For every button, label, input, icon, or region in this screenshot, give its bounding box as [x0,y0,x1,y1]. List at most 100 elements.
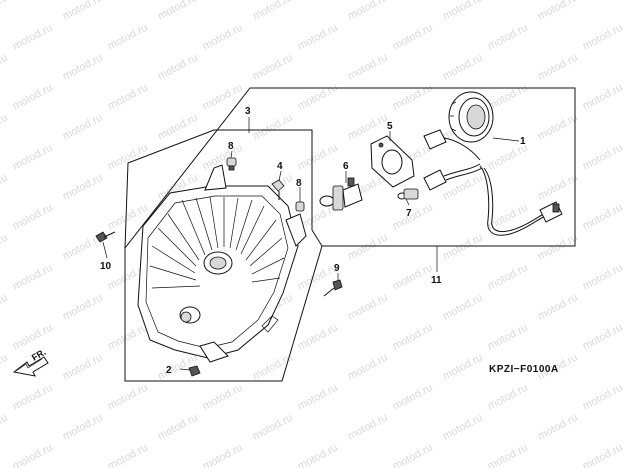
watermark-text: motod.ru [11,442,55,468]
watermark-text: motod.ru [0,232,10,263]
grommet-side [295,201,305,212]
part-label-3: 3 [245,106,251,117]
watermark-text: motod.ru [61,172,105,203]
watermark-text: motod.ru [201,22,245,53]
assembly-frame-outer [124,87,576,382]
position-bulb [397,188,419,200]
watermark-text: motod.ru [486,22,530,53]
watermark-text: motod.ru [11,82,55,113]
watermark-text: motod.ru [536,112,580,143]
watermark-text: motod.ru [296,322,340,353]
watermark-text: motod.ru [296,22,340,53]
watermark-text: motod.ru [11,202,55,233]
watermark-text: motod.ru [391,82,435,113]
watermark-text: motod.ru [346,412,390,443]
assembly-frame-inner [124,129,323,249]
socket-harness [423,129,563,236]
part-label-4: 4 [277,161,283,172]
watermark-text: motod.ru [391,382,435,413]
watermark-text: motod.ru [11,22,55,53]
watermark-text: motod.ru [11,322,55,353]
watermark-text: motod.ru [581,202,625,233]
watermark-text: motod.ru [441,412,485,443]
watermark-text: motod.ru [581,382,625,413]
watermark-text: motod.ru [0,112,10,143]
watermark-text: motod.ru [581,322,625,353]
watermark-text: motod.ru [441,0,485,23]
part-label-5: 5 [387,121,393,132]
watermark-text: motod.ru [61,412,105,443]
grommet-top [226,157,237,171]
bolt-left [95,231,116,243]
watermark-text: motod.ru [536,412,580,443]
watermark-text: motod.ru [346,292,390,323]
watermark-text: motod.ru [61,292,105,323]
watermark-text: motod.ru [156,0,200,23]
adjusting-screw [271,179,285,200]
part-label-10: 10 [100,261,112,272]
watermark-text: motod.ru [0,172,10,203]
watermark-text: motod.ru [581,142,625,173]
watermark-text: motod.ru [61,0,105,23]
watermark-text: motod.ru [0,52,10,83]
watermark-text: motod.ru [201,442,245,468]
watermark-text: motod.ru [581,82,625,113]
watermark-text: motod.ru [106,442,150,468]
watermark-text: motod.ru [536,232,580,263]
watermark-text: motod.ru [486,442,530,468]
watermark-text: motod.ru [391,262,435,293]
leader-lines [102,117,520,371]
watermark-text: motod.ru [156,412,200,443]
part-label-8-top: 8 [228,141,234,152]
front-direction-arrow: FR. [12,347,49,377]
watermark-text: motod.ru [251,412,295,443]
watermark-text: motod.ru [106,382,150,413]
headlight-bulb [319,177,363,211]
watermark-text: motod.ru [581,442,625,468]
watermark-text: motod.ru [251,52,295,83]
watermark-text: motod.ru [391,202,435,233]
watermark-text: motod.ru [391,322,435,353]
watermark-text: motod.ru [11,382,55,413]
diagram-code: KPZI−F0100A [489,364,559,375]
watermark-text: motod.ru [581,262,625,293]
watermark-text: motod.ru [486,82,530,113]
watermark-text: motod.ru [536,0,580,23]
headlight-socket-cover [448,91,494,143]
watermark-text: motod.ru [296,442,340,468]
watermark-text: motod.ru [0,0,10,23]
part-label-8-side: 8 [296,178,302,189]
watermark-text: motod.ru [61,352,105,383]
watermark-text: motod.ru [391,442,435,468]
watermark-text: motod.ru [486,322,530,353]
watermark-text: motod.ru [391,22,435,53]
headlight-housing [137,164,307,363]
bulb-retainer [370,135,415,188]
part-labels: 1 2 3 4 5 6 7 8 8 9 10 11 [100,106,526,376]
watermark-text: motod.ru [251,112,295,143]
watermark-text: motod.ru [61,112,105,143]
watermark-text: motod.ru [0,352,10,383]
watermark-text: motod.ru [536,292,580,323]
watermark-text: motod.ru [346,352,390,383]
watermark-text: motod.ru [0,292,10,323]
part-label-11: 11 [431,275,442,286]
watermark-text: motod.ru [346,52,390,83]
watermark-text: motod.ru [296,382,340,413]
watermark-text: motod.ru [441,52,485,83]
watermark-text: motod.ru [61,52,105,83]
watermark-text: motod.ru [251,352,295,383]
watermark-text: motod.ru [536,172,580,203]
watermark-text: motod.ru [441,292,485,323]
watermark-text: motod.ru [106,82,150,113]
watermark-text: motod.ru [441,232,485,263]
watermark-text: motod.ru [201,82,245,113]
part-label-9: 9 [334,263,340,274]
watermark-text: motod.ru [536,52,580,83]
part-label-7: 7 [406,208,412,219]
watermark-text: motod.ru [441,352,485,383]
part-label-6: 6 [343,161,349,172]
watermark-text: motod.ru [346,232,390,263]
